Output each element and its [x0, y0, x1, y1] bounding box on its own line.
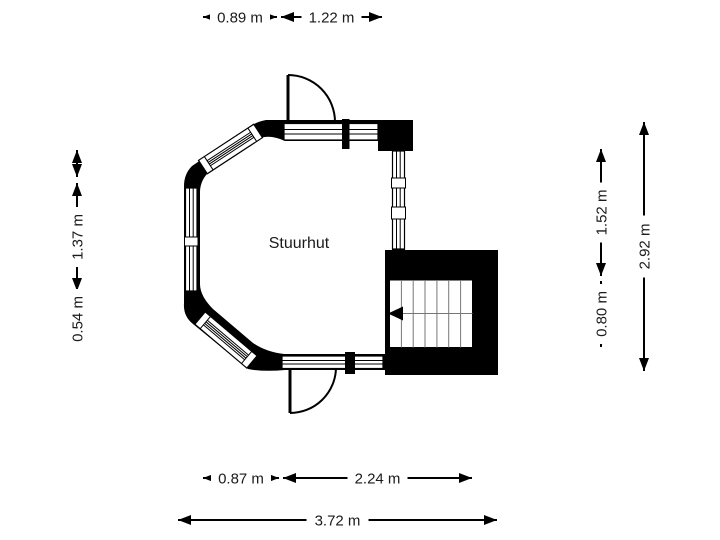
- door-bottom: [288, 367, 337, 414]
- dimension-line: 1.22 m: [281, 6, 382, 28]
- window-diagonal-upper: [197, 123, 264, 175]
- window-right: [391, 150, 406, 250]
- dimension-line: [72, 150, 82, 177]
- dimension-label: 1.22 m: [309, 9, 355, 26]
- dimension-line: 3.72 m: [178, 509, 497, 531]
- dimension-line: 0.54 m: [66, 289, 88, 349]
- dimension-lines: 0.89 m 1.22 m 1.37 m 0.54 m 1.52 m 0.80 m 2.92…: [66, 6, 655, 531]
- dimension-line: 0.89 m: [203, 6, 277, 28]
- dimension-line: 0.80 m: [590, 281, 612, 347]
- dimension-line: 0.87 m: [203, 467, 279, 489]
- dimension-line: 1.52 m: [590, 149, 612, 276]
- dimension-label: 0.87 m: [218, 470, 264, 487]
- dimension-label: 1.37 m: [69, 214, 86, 260]
- window-top: [283, 122, 379, 141]
- dimension-line: 2.92 m: [633, 122, 655, 371]
- wall-stub-bottom: [345, 352, 355, 374]
- window-diagonal-lower: [194, 311, 258, 369]
- dimension-label: 3.72 m: [315, 512, 361, 529]
- window-bottom: [281, 355, 384, 370]
- dimension-label: 2.92 m: [636, 224, 653, 270]
- room-label: Stuurhut: [269, 235, 330, 252]
- dimension-line: 2.24 m: [283, 467, 472, 489]
- wall-stub-top: [342, 119, 350, 149]
- dimension-line: 1.37 m: [66, 183, 88, 291]
- dimension-label: 0.54 m: [69, 296, 86, 342]
- staircase: [388, 279, 473, 348]
- window-left: [184, 187, 199, 292]
- stair-treads: [389, 280, 473, 348]
- dimension-label: 0.80 m: [593, 291, 610, 337]
- dimension-label: 0.89 m: [217, 9, 263, 26]
- dimension-label: 2.24 m: [355, 470, 401, 487]
- dimension-label: 1.52 m: [593, 190, 610, 236]
- stair-direction-arrow-icon: [388, 306, 403, 321]
- door-top: [286, 74, 336, 123]
